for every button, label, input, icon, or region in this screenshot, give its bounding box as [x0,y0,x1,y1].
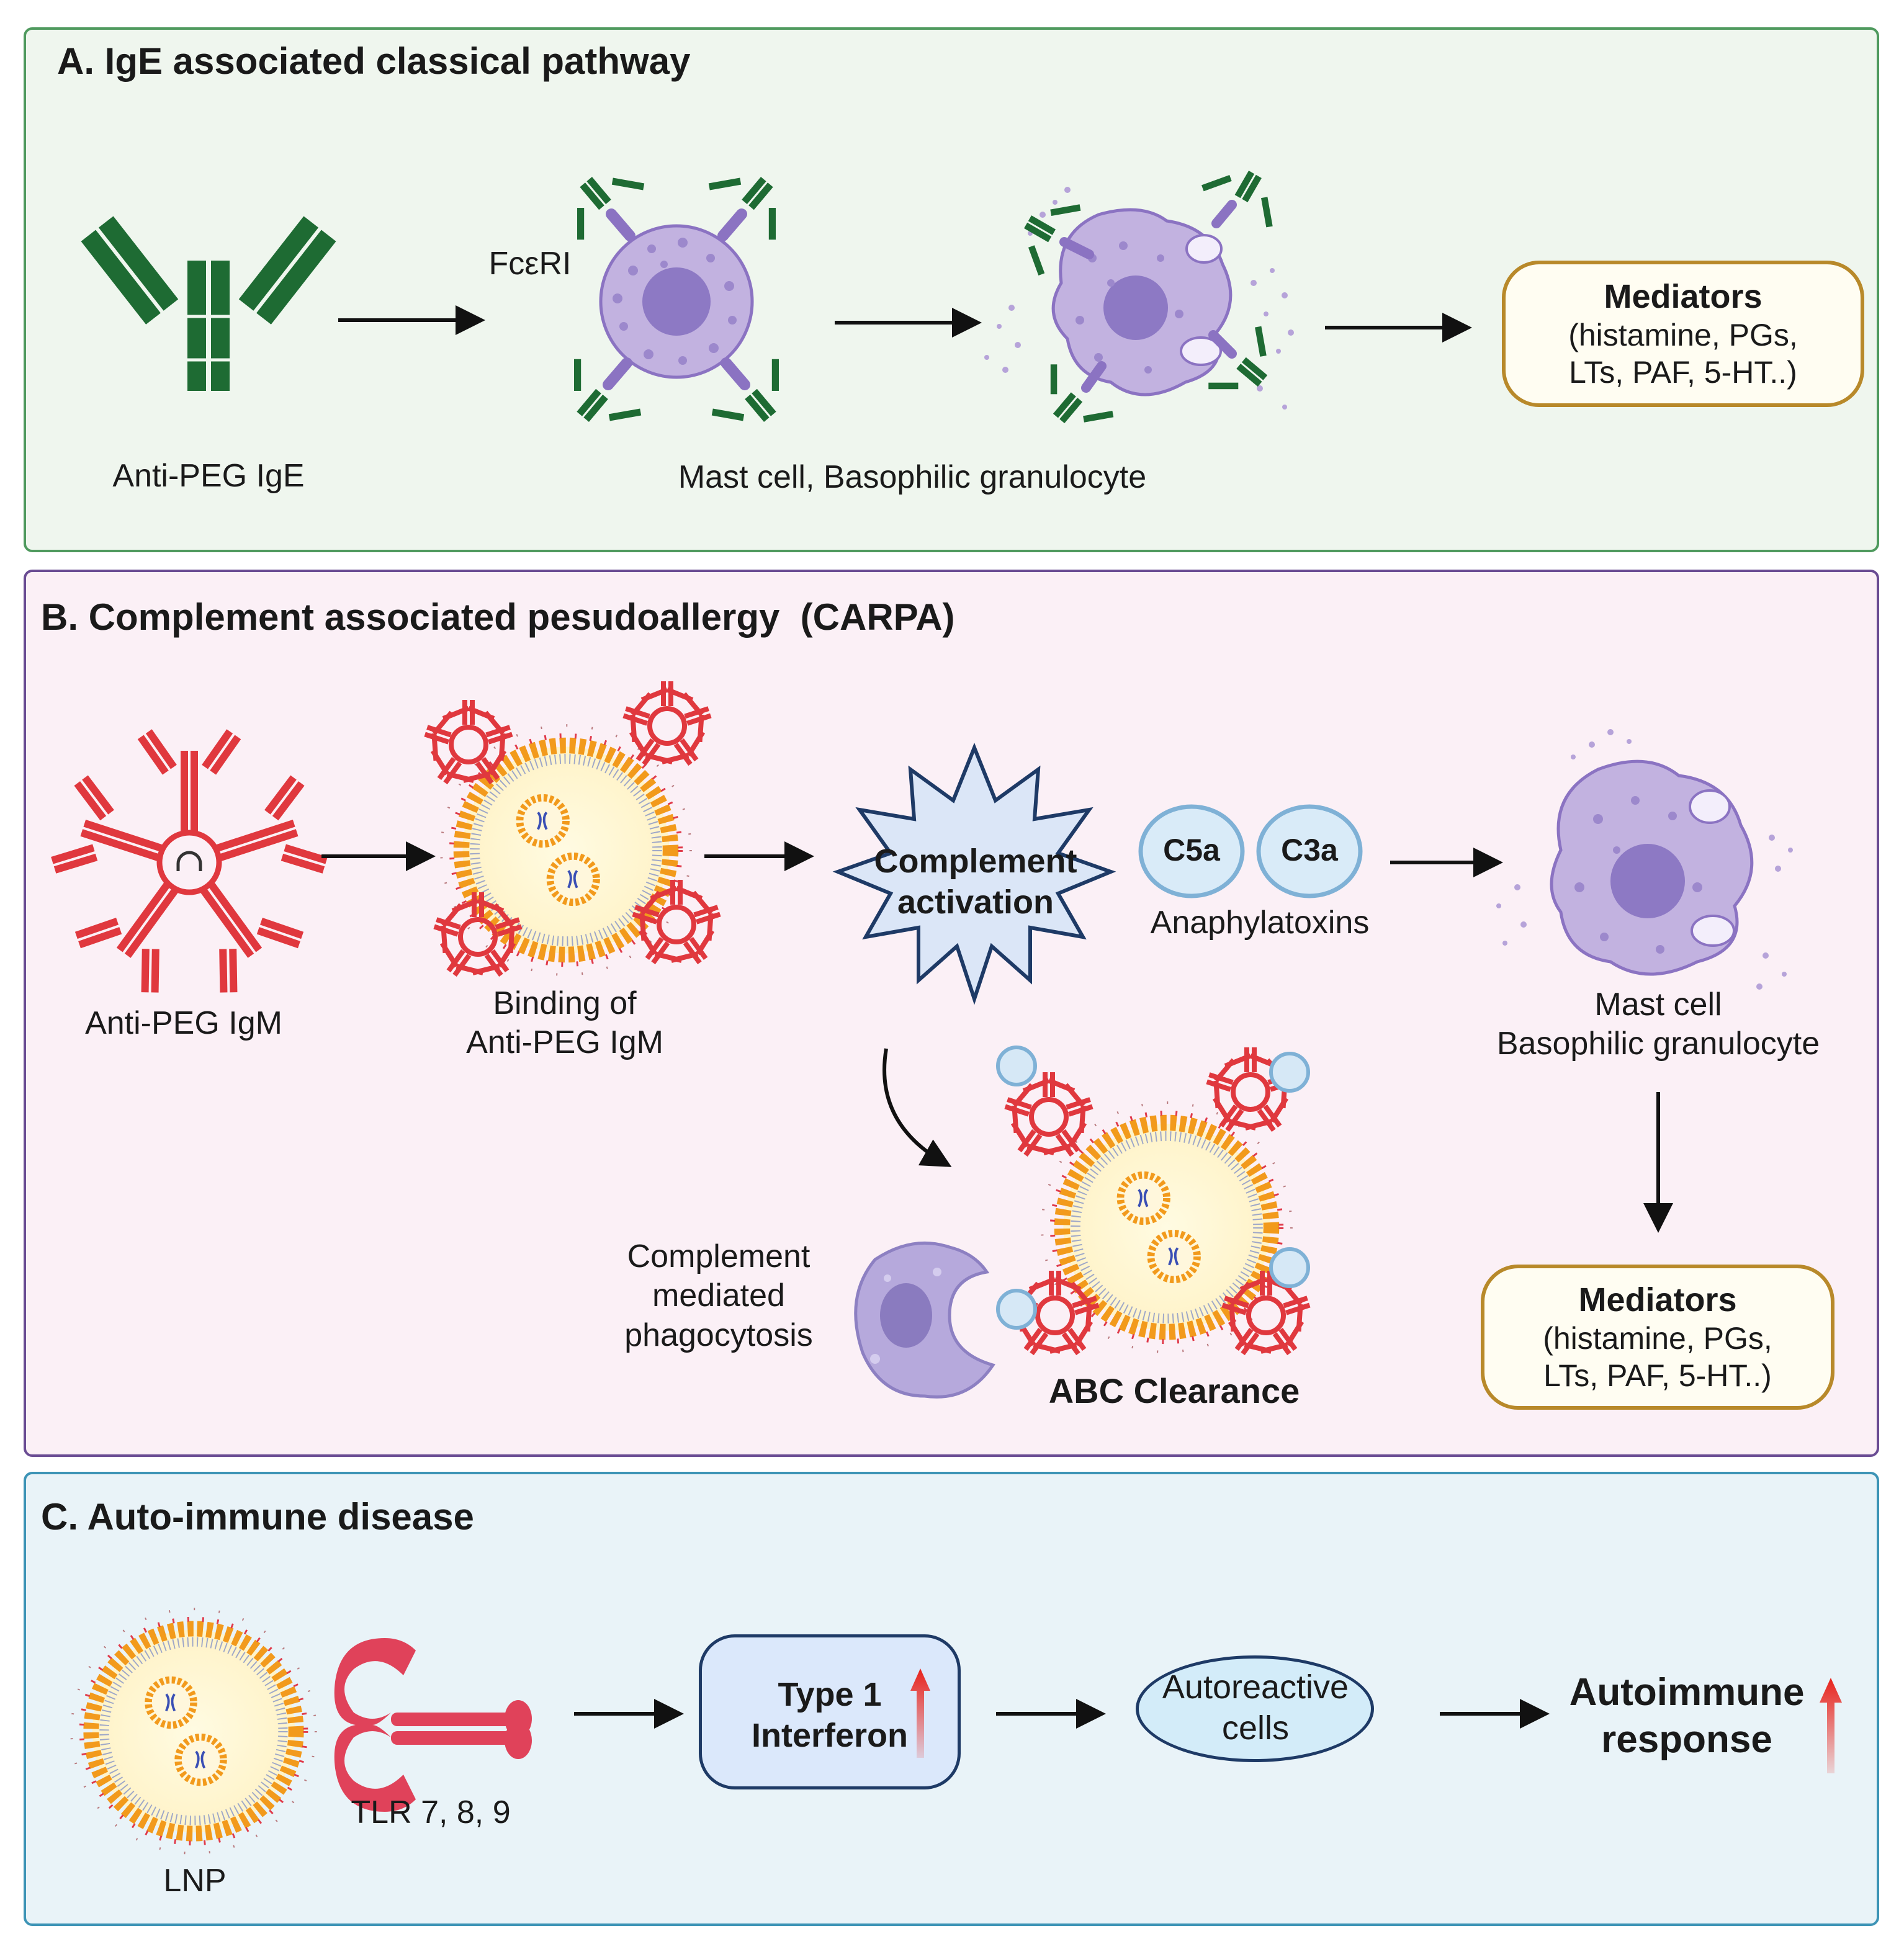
autoimmune-response-label: Autoimmune response [1569,1669,1805,1763]
macrophage [854,1241,995,1399]
ige-antibody [81,216,336,391]
igm-label: Anti-PEG IgM [85,1005,282,1041]
ifn-up-arrow-icon [910,1668,930,1758]
c5a-label: C5a [1163,833,1220,867]
mediators-title-b: Mediators [1578,1281,1737,1319]
bound-ige-a [1007,153,1291,446]
panel-c-title: C. Auto-immune disease [41,1496,474,1538]
c5a-bubble [1138,804,1245,898]
mediators-box-a: Mediators (histamine, PGs, LTs, PAF, 5-H… [1502,261,1864,407]
complement-starburst [832,742,1116,1005]
autoreactive-cells: Autoreactive cells [1136,1655,1374,1762]
fceri-receptors [549,153,804,446]
mediators-line1-b: (histamine, PGs, [1543,1321,1772,1356]
phago-line3: phagocytosis [624,1317,813,1353]
abc-clearance-label: ABC Clearance [1048,1371,1300,1410]
complement-label: Complement activation [874,841,1077,923]
phago-line2: mediated [652,1278,785,1314]
auto-line2: cells [1221,1709,1290,1747]
igm-pentamer [47,729,332,1001]
response-up-arrow-icon [1820,1678,1842,1773]
binding-label: Binding of Anti-PEG IgM [466,984,663,1063]
mast-line1: Mast cell [1594,987,1722,1023]
c3a-label: C3a [1281,833,1338,867]
complement-line1: Complement [874,843,1077,880]
ifn-line1: Type 1 [778,1676,882,1713]
auto-text: Autoreactive cells [1162,1667,1349,1749]
mediators-line2-a: LTs, PAF, 5-HT..) [1569,355,1797,390]
anaphylatoxins-label: Anaphylatoxins [1150,905,1370,941]
tlr-label: TLR 7, 8, 9 [351,1794,511,1830]
c3a-bubble [1256,804,1363,898]
mast-cell-b [1496,729,1793,990]
lnp-label: LNP [163,1863,227,1899]
panel-a-title: A. IgE associated classical pathway [57,40,691,82]
tlr-receptor [334,1638,532,1812]
complement-line2: activation [897,883,1054,921]
mast-cell-label-b: Mast cell Basophilic granulocyte [1497,985,1820,1064]
mast-line2: Basophilic granulocyte [1496,1026,1820,1062]
phagocytosis-label: Complement mediated phagocytosis [624,1237,813,1355]
binding-line1: Binding of [493,985,637,1021]
abc-lnp [993,1044,1322,1373]
degranulating-cell-a [984,187,1294,410]
resp-line2: response [1601,1717,1772,1761]
fceri-label: FcεRI [488,246,572,282]
resp-line1: Autoimmune [1569,1671,1805,1714]
phago-line1: Complement [627,1238,811,1274]
ige-label: Anti-PEG IgE [112,458,305,494]
auto-line1: Autoreactive [1162,1668,1349,1706]
ifn-text: Type 1 Interferon [752,1675,908,1757]
mediators-line2-b: LTs, PAF, 5-HT..) [1543,1358,1772,1394]
mediators-line1-a: (histamine, PGs, [1568,318,1798,353]
arrow-b-curve [882,1048,952,1167]
interferon-box: Type 1 Interferon [699,1634,961,1789]
binding-line2: Anti-PEG IgM [466,1024,663,1061]
lnp-c [71,1609,316,1853]
lnp-with-igm [413,678,732,995]
mediators-box-b: Mediators (histamine, PGs, LTs, PAF, 5-H… [1481,1265,1834,1410]
mast-cell-label-a: Mast cell, Basophilic granulocyte [678,459,1147,495]
panel-b-title: B. Complement associated pesudoallergy (… [41,596,955,638]
ifn-line2: Interferon [751,1716,909,1754]
mediators-title-a: Mediators [1604,277,1763,315]
mast-cell-a [599,224,754,379]
